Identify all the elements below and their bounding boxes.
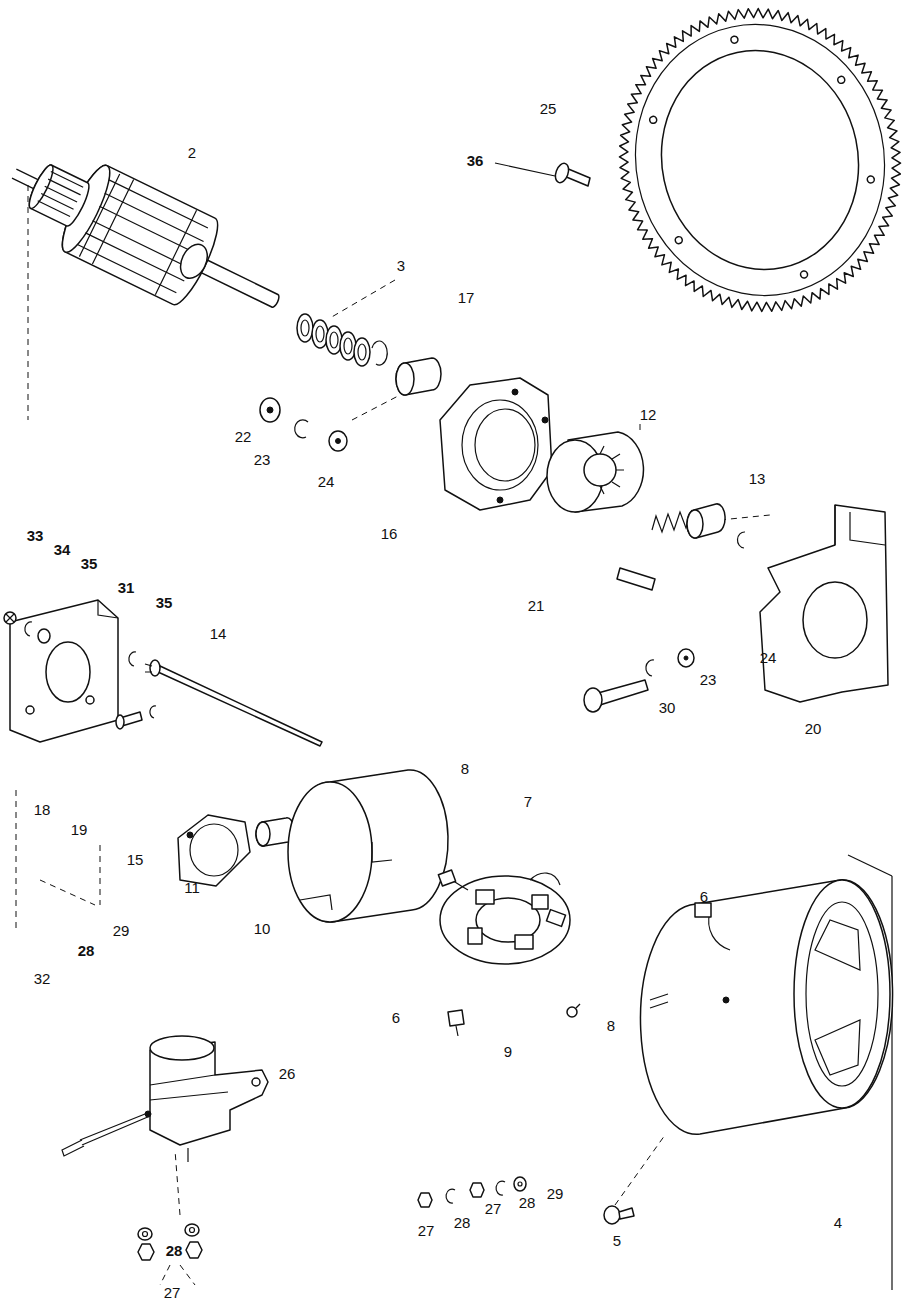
callout-number: 34 (54, 542, 71, 557)
callout-number: 8 (461, 761, 469, 776)
callout-number: 23 (700, 672, 717, 687)
callout-number: 28 (519, 1195, 536, 1210)
callout-number: 27 (485, 1201, 502, 1216)
callout-number: 12 (640, 407, 657, 422)
callout-number: 27 (418, 1223, 435, 1238)
callout-number: 28 (166, 1243, 183, 1258)
callout-number: 17 (458, 290, 475, 305)
callout-number: 22 (235, 429, 252, 444)
callout-number: 25 (540, 101, 557, 116)
callout-number: 13 (749, 471, 766, 486)
callout-number: 3 (397, 258, 405, 273)
ring-gear (591, 0, 903, 338)
callout-number: 29 (547, 1186, 564, 1201)
callout-number: 15 (127, 852, 144, 867)
callout-number: 33 (27, 528, 44, 543)
callout-number: 23 (254, 452, 271, 467)
callout-number: 24 (318, 474, 335, 489)
callout-number: 35 (81, 556, 98, 571)
callout-number: 29 (113, 923, 130, 938)
callout-number: 4 (834, 1215, 842, 1230)
callout-number: 6 (700, 889, 708, 904)
callout-number: 24 (760, 650, 777, 665)
callout-number: 28 (78, 943, 95, 958)
callout-number: 8 (607, 1018, 615, 1033)
callout-number: 35 (156, 595, 173, 610)
callout-number: 28 (454, 1215, 471, 1230)
callout-number: 32 (34, 971, 51, 986)
callout-number: 30 (659, 700, 676, 715)
callout-number: 11 (184, 880, 200, 895)
callout-number: 36 (467, 153, 484, 168)
callout-number: 27 (164, 1285, 181, 1300)
callout-number: 20 (805, 721, 822, 736)
callout-number: 16 (381, 526, 398, 541)
callout-number: 10 (254, 921, 271, 936)
callout-number: 9 (504, 1044, 512, 1059)
callout-number: 18 (34, 802, 51, 817)
callout-number: 14 (210, 626, 227, 641)
callout-number: 21 (528, 598, 545, 613)
callout-number: 19 (71, 822, 88, 837)
callout-number: 5 (613, 1233, 621, 1248)
callout-number: 31 (118, 580, 135, 595)
callout-number: 6 (392, 1010, 400, 1025)
screw (553, 162, 590, 186)
callout-number: 2 (188, 145, 196, 160)
callout-number: 7 (524, 794, 532, 809)
callout-number: 26 (279, 1066, 296, 1081)
